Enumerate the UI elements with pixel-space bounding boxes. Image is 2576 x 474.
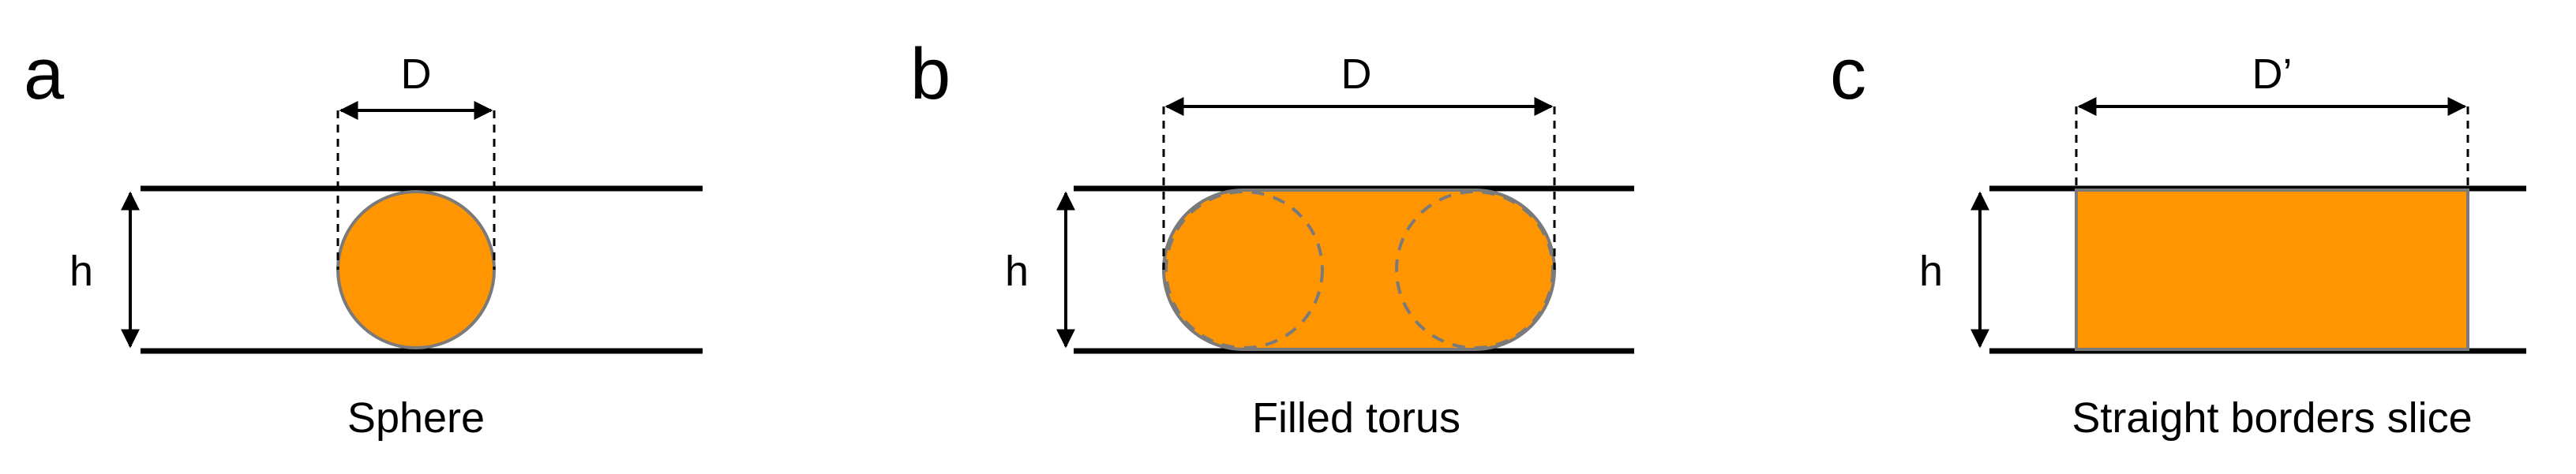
torus-shape — [1162, 188, 1556, 351]
height-label: h — [69, 248, 93, 295]
panel-letter-b: b — [910, 34, 951, 114]
height-label: h — [1919, 248, 1943, 295]
panel-a: a D h Sphere — [24, 34, 703, 442]
sphere-shape — [336, 190, 496, 349]
height-label: h — [1005, 248, 1029, 295]
caption-slice: Straight borders slice — [2072, 394, 2472, 442]
caption-torus: Filled torus — [1252, 394, 1460, 442]
width-label: D — [1341, 50, 1372, 98]
torus-dashed-circle-right — [1395, 190, 1554, 349]
caption-sphere: Sphere — [347, 394, 485, 442]
panel-b: b D h Filled torus — [910, 34, 1634, 442]
slice-shape — [2075, 188, 2469, 351]
torus-dashed-circle-left — [1164, 190, 1324, 349]
panel-c: c D’ h Straight borders slice — [1830, 34, 2526, 442]
panel-letter-c: c — [1830, 34, 1866, 114]
width-label: D — [401, 50, 432, 98]
panel-letter-a: a — [24, 34, 65, 114]
width-label: D’ — [2252, 50, 2293, 98]
